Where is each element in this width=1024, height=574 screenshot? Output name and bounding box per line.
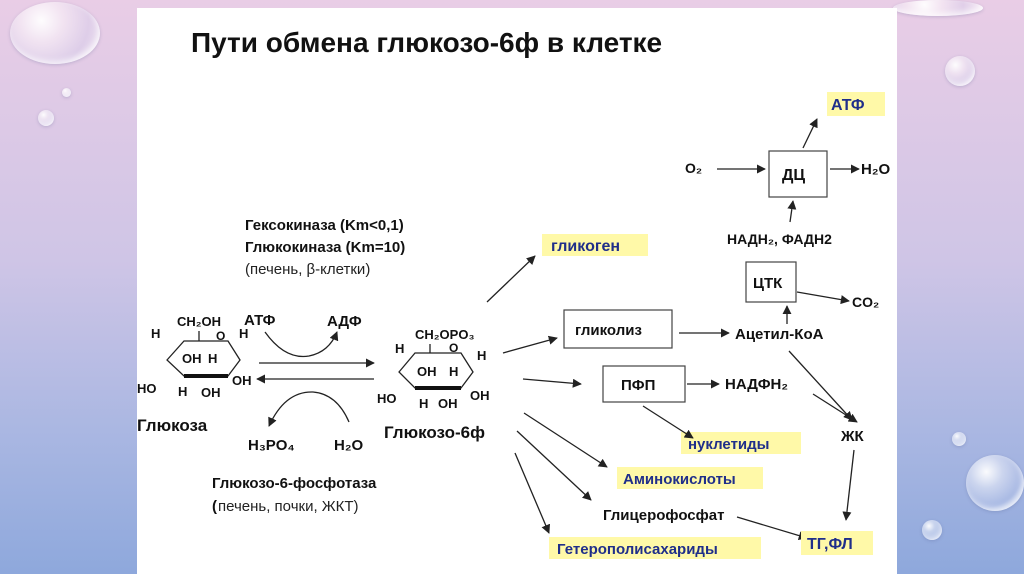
reaction-arrows: АТФ АДФ H₃PO₄ H₂O (244, 312, 375, 454)
g6p-oh-inner: OH (417, 364, 437, 379)
atp-out: АТФ (831, 97, 865, 114)
g6p-ring-o: O (449, 341, 458, 355)
fatty-acids: ЖК (840, 428, 865, 445)
product-glycolysis: гликолиз (575, 322, 642, 339)
product-glycerophosphate: Глицерофосфат (603, 507, 724, 524)
reaction-atp: АТФ (244, 312, 276, 329)
glucose-h-bottom: H (178, 384, 187, 399)
bubble-decoration (38, 110, 54, 126)
h2o-out: H₂O (861, 161, 890, 178)
g6p-structure: CH₂OPO₃ O H H OH H HO H OH OH Глюкозо-6ф (377, 327, 490, 442)
glucose-oh-inner1: OH (182, 351, 202, 366)
bubble-decoration (952, 432, 966, 446)
page-title: Пути обмена глюкозо-6ф в клетке (191, 27, 662, 58)
g6p-h-left: H (395, 341, 404, 356)
glucose-h-right: H (239, 326, 248, 341)
glucose-h-inner: H (208, 351, 217, 366)
phosphatase-label: Глюкозо-6-фосфотаза (212, 475, 377, 492)
reaction-adp: АДФ (327, 313, 362, 330)
product-heteropolysaccharides: Гетерополисахариды (557, 541, 718, 558)
nadph2: НАДФН₂ (725, 376, 788, 393)
bubble-decoration (62, 88, 71, 97)
g6p-h-inner: H (449, 364, 458, 379)
slide-panel: Пути обмена глюкозо-6ф в клетке Гексокин… (137, 8, 897, 574)
tg-pl: ТГ,ФЛ (807, 536, 853, 553)
g6p-name: Глюкозо-6ф (384, 423, 485, 442)
g6p-h-right: H (477, 348, 486, 363)
glucokinase-label: Глюкокиназа (Km=10) (245, 239, 405, 256)
acetyl-coa: Ацетил-КоА (735, 326, 824, 343)
g6p-ch2opo3: CH₂OPO₃ (415, 327, 474, 342)
reaction-h3po4: H₃PO₄ (248, 437, 295, 454)
kinase-location-label: (печень, β-клетки) (245, 261, 370, 278)
g6p-oh-bottom: OH (438, 396, 458, 411)
glucose-ho: HO (137, 381, 157, 396)
hexokinase-label: Гексокиназа (Km<0,1) (245, 217, 404, 234)
bubble-decoration (893, 0, 983, 16)
g6p-h-bottom: H (419, 396, 428, 411)
product-pfp: ПФП (621, 377, 655, 394)
product-glycogen: гликоген (551, 238, 620, 255)
phosphatase-location-paren: ( (212, 498, 217, 515)
bubble-decoration (10, 2, 100, 64)
glucose-h-left: H (151, 326, 160, 341)
bubble-decoration (922, 520, 942, 540)
g6p-oh-right: OH (470, 388, 490, 403)
glucose-name: Глюкоза (137, 416, 208, 435)
reaction-h2o: H₂O (334, 437, 363, 454)
glucose-structure: CH₂OH O H H OH H HO H OH OH Глюкоза (137, 314, 252, 435)
ctk-box: ЦТК (753, 275, 783, 292)
bubble-decoration (966, 455, 1024, 511)
glucose-oh-bottom: OH (201, 385, 221, 400)
phosphatase-location-label: печень, почки, ЖКТ) (218, 498, 359, 515)
o2: O₂ (685, 160, 702, 176)
product-amino-acids: Аминокислоты (623, 471, 736, 488)
metabolism-diagram: Пути обмена глюкозо-6ф в клетке Гексокин… (137, 27, 890, 559)
glucose-ring-o: O (216, 329, 225, 343)
glucose-oh-right: OH (232, 373, 252, 388)
bubble-decoration (945, 56, 975, 86)
co2: CO₂ (852, 294, 879, 310)
pathway-arrows (486, 255, 608, 534)
product-nucleotides: нуклетиды (688, 436, 769, 453)
nadh-fadh: НАДН₂, ФАДН2 (727, 231, 832, 247)
dc-box: ДЦ (782, 167, 805, 184)
glucose-ch2oh: CH₂OH (177, 314, 221, 329)
g6p-ho: HO (377, 391, 397, 406)
